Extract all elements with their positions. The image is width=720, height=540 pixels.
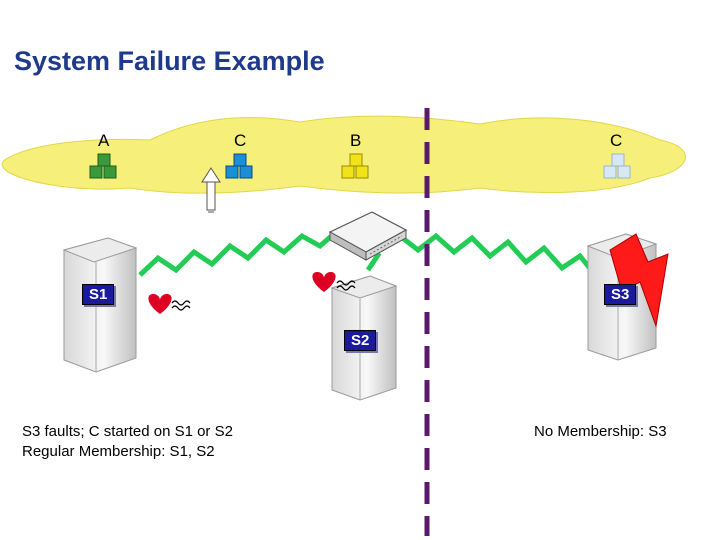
- cube-cluster-icon: [89, 153, 117, 179]
- cube-cluster-icon: [603, 153, 631, 179]
- heartbeat-heart-icon: [312, 272, 356, 292]
- cube-cluster-icon: [225, 153, 253, 179]
- server-label-s3: S3: [604, 284, 637, 305]
- link-s1-switch: [138, 230, 338, 277]
- link-switch-s3: [398, 232, 612, 294]
- group-label-b: B: [350, 131, 362, 150]
- caption-left-line1: S3 faults; C started on S1 or S2: [22, 423, 233, 440]
- server-label-s1: S1: [82, 284, 115, 305]
- caption-right: No Membership: S3: [534, 423, 667, 440]
- caption-left: S3 faults; C started on S1 or S2 Regular…: [22, 422, 233, 462]
- group-label-c-right: C: [610, 131, 623, 150]
- group-label-c-left: C: [234, 131, 247, 150]
- caption-left-line2: Regular Membership: S1, S2: [22, 443, 215, 460]
- server-label-s2: S2: [344, 330, 377, 351]
- server-s1-icon: [62, 237, 138, 373]
- cloud-band: [1, 115, 686, 194]
- page-title: System Failure Example: [14, 46, 325, 76]
- start-arrow-icon: [201, 167, 221, 213]
- heartbeat-heart-icon: [148, 294, 191, 314]
- cube-cluster-icon: [341, 153, 369, 179]
- network-switch-icon: [328, 211, 408, 261]
- group-label-a: A: [98, 131, 110, 150]
